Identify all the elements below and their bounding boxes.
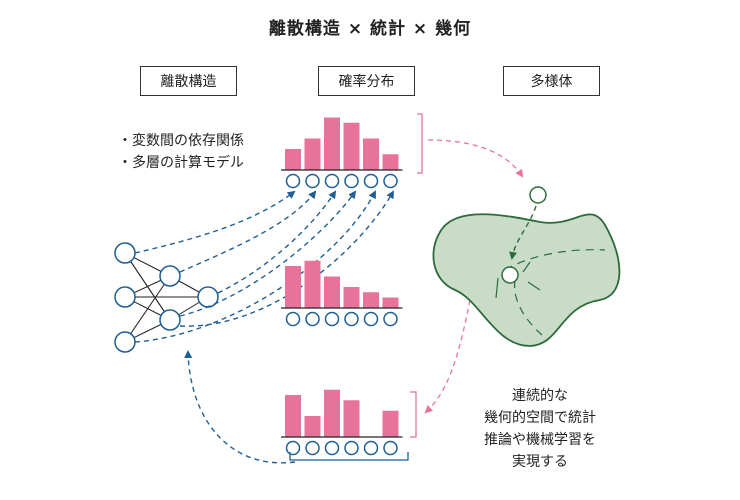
histogram-bar <box>343 122 360 170</box>
histogram-middle <box>281 260 403 327</box>
variable-node <box>383 311 398 327</box>
histogram-bar <box>285 395 301 437</box>
caption-line: 幾何的空間で統計 <box>484 410 596 426</box>
variable-node <box>383 173 398 189</box>
variable-node <box>305 311 320 327</box>
embedding-arrow <box>427 139 524 178</box>
dependency-arrow <box>179 190 357 317</box>
variable-node <box>285 173 301 189</box>
dependency-arrow <box>179 190 317 273</box>
variable-node <box>324 311 340 327</box>
variable-node <box>285 311 301 327</box>
manifold-label: 多様体 <box>503 66 600 96</box>
projected-point <box>529 186 547 204</box>
bottom-nodes-bracket <box>289 452 409 461</box>
variable-node <box>363 173 379 189</box>
dependency-arrow <box>134 190 296 254</box>
histogram-bar <box>285 266 301 308</box>
variable-node <box>344 440 359 456</box>
histogram-bar <box>304 416 321 437</box>
network-node <box>114 286 136 308</box>
variable-node <box>285 440 301 456</box>
caption-line: 推論や機械学習を <box>484 432 596 448</box>
feedback-arrow <box>184 350 296 464</box>
feature-list: 変数間の依存関係 多層の計算モデル <box>118 130 244 174</box>
network-node <box>114 242 136 264</box>
variable-node <box>324 440 340 456</box>
probability-distribution-label: 確率分布 <box>318 66 415 96</box>
histogram-bar <box>343 400 360 437</box>
histogram-bar <box>382 410 399 437</box>
dependency-arrow <box>217 190 337 294</box>
dependency-arrow <box>134 190 376 343</box>
return-arrow <box>424 299 471 414</box>
histogram-top <box>281 117 403 189</box>
probability-distribution-text: 確率分布 <box>338 74 395 90</box>
projection-arrow <box>509 205 537 260</box>
variable-node <box>324 173 340 189</box>
bottom-distribution-bracket <box>410 391 417 438</box>
variable-node <box>363 311 379 327</box>
variable-node <box>305 440 320 456</box>
manifold-point <box>501 266 519 284</box>
histogram-bar <box>363 292 379 308</box>
manifold-text: 多様体 <box>530 74 573 90</box>
discrete-structure-label: 離散構造 <box>140 66 237 96</box>
network-node <box>159 265 181 287</box>
histogram-bar <box>304 260 321 308</box>
variable-node <box>344 311 359 327</box>
caption-line: 連続的な <box>512 388 568 404</box>
variable-node <box>363 440 379 456</box>
explanation-caption: 連続的な 幾何的空間で統計 推論や機械学習を 実現する <box>470 385 610 473</box>
histogram-bar <box>324 276 340 308</box>
manifold-shape <box>432 213 621 347</box>
top-distribution-bracket <box>417 113 423 174</box>
variable-node <box>305 173 320 189</box>
network-node <box>159 309 181 331</box>
histogram-bar <box>363 138 379 170</box>
histogram-bar <box>343 287 360 308</box>
histogram-bar <box>324 117 340 170</box>
histogram-bottom <box>281 389 403 456</box>
caption-line: 実現する <box>512 454 568 470</box>
network-node <box>114 331 136 353</box>
histogram-bar <box>382 154 399 170</box>
histogram-bar <box>304 138 321 170</box>
discrete-structure-text: 離散構造 <box>160 74 217 90</box>
variable-node <box>344 173 359 189</box>
neural-network <box>114 242 219 353</box>
feature-item: 変数間の依存関係 <box>118 130 244 152</box>
diagram-title: 離散構造 × 統計 × 幾何 <box>268 19 472 39</box>
histogram-bar <box>324 389 340 437</box>
histogram-bar <box>285 149 301 170</box>
feature-item: 多層の計算モデル <box>118 152 244 174</box>
variable-node <box>383 440 398 456</box>
histogram-bar <box>382 297 399 308</box>
